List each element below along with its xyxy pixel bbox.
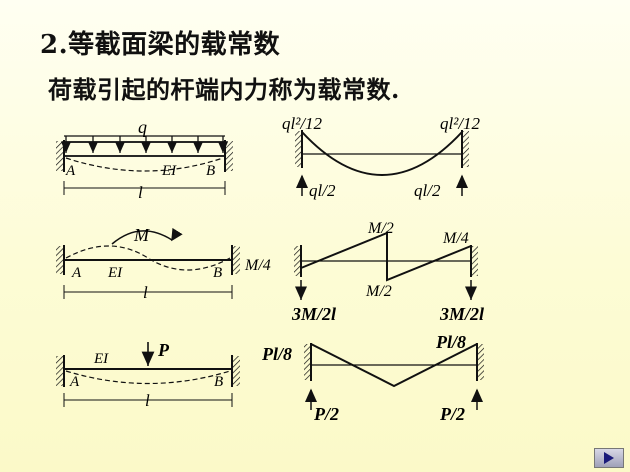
moment-left-label: Pl/8 xyxy=(261,344,292,364)
row1-beam-schematic: q A EI B l xyxy=(56,117,233,202)
deflection-curve xyxy=(65,245,231,271)
slide-subtitle: 荷载引起的杆端内力称为载常数. xyxy=(48,75,400,104)
shear-right-label: P/2 xyxy=(439,404,465,424)
next-slide-button[interactable] xyxy=(594,448,624,468)
load-label: q xyxy=(138,117,147,137)
support-b-label: B xyxy=(206,163,215,179)
shear-left-label: ql/2 xyxy=(309,181,336,200)
length-label: l xyxy=(145,391,150,410)
support-b-label: B xyxy=(213,265,222,281)
moment-left-label: ql²/12 xyxy=(282,114,323,133)
length-label: l xyxy=(138,183,143,202)
row1-moment-diagram: ql²/12 ql²/12 ql/2 ql/2 xyxy=(282,114,481,200)
stiffness-label: EI xyxy=(93,351,109,367)
deflection-curve xyxy=(65,370,231,385)
moment-parabola xyxy=(301,131,463,176)
stiffness-label: EI xyxy=(107,265,123,281)
moment-mid-top-label: M/2 xyxy=(367,220,394,237)
moment-right-label: M/4 xyxy=(442,230,469,247)
moment-right-label: Pl/8 xyxy=(435,332,466,352)
moment-right-label: ql²/12 xyxy=(440,114,481,133)
fixed-support-right xyxy=(226,141,233,171)
row3-beam-schematic: P EI A B l xyxy=(56,340,240,410)
load-label: P xyxy=(157,340,170,360)
support-b-label: B xyxy=(214,374,223,390)
shear-left-label: P/2 xyxy=(313,404,339,424)
row2-beam-schematic: M A EI B l xyxy=(56,225,240,302)
stiffness-label: EI xyxy=(161,163,177,179)
length-label: l xyxy=(143,283,148,302)
play-next-icon xyxy=(604,452,614,464)
distributed-load-arrows xyxy=(60,135,229,153)
support-a-label: A xyxy=(65,163,76,179)
moment-left-label: M/4 xyxy=(244,257,271,274)
shear-right-label: 3M/2l xyxy=(439,304,484,324)
moment-mid-bottom-label: M/2 xyxy=(365,283,392,300)
shear-left-label: 3M/2l xyxy=(291,304,336,324)
load-label: M xyxy=(133,225,150,245)
moment-line xyxy=(300,231,472,282)
support-a-label: A xyxy=(71,265,82,281)
applied-moment-arrow xyxy=(111,227,183,245)
support-a-label: A xyxy=(69,374,80,390)
shear-right-label: ql/2 xyxy=(414,181,441,200)
row3-moment-diagram: Pl/8 Pl/8 P/2 P/2 xyxy=(261,332,484,424)
slide-title: 2.等截面梁的载常数 xyxy=(40,30,281,60)
deflection-curve xyxy=(65,157,224,172)
row2-moment-diagram: M/4 M/2 M/2 M/4 3M/2l 3M/2l xyxy=(244,220,484,324)
moment-line xyxy=(310,343,478,388)
fixed-support-left xyxy=(56,141,63,171)
beam-body xyxy=(63,141,226,157)
